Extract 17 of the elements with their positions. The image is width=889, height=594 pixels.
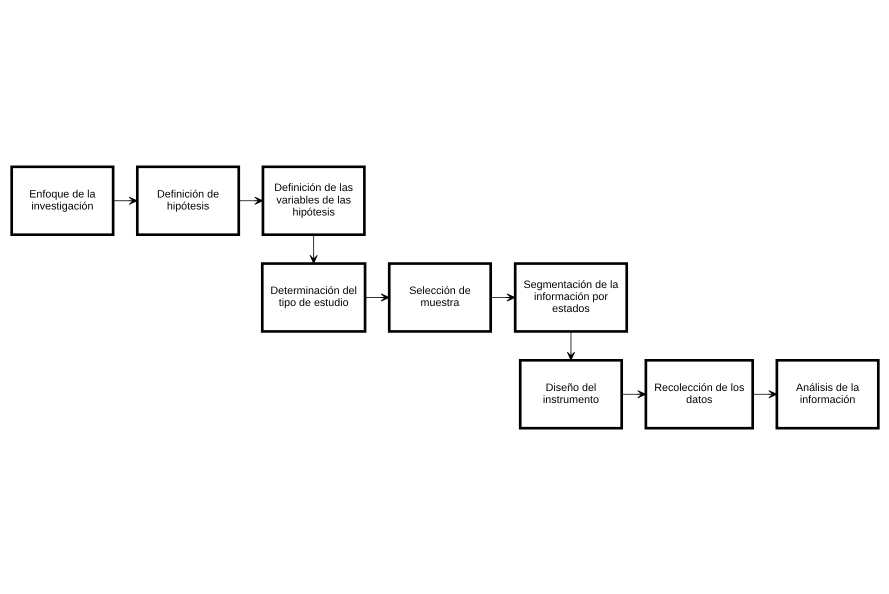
node-box: Diseño del instrumento <box>518 358 623 429</box>
node-box: Análisis de la información <box>775 358 880 429</box>
node-box: Recolección de los datos <box>644 358 754 429</box>
node-box: Segmentación de la información por estados <box>513 262 628 332</box>
arrow <box>752 390 777 398</box>
arrow <box>112 196 138 204</box>
node-box: Definición de las variables de las hipótesis <box>261 165 366 236</box>
arrow <box>309 234 318 264</box>
arrow <box>490 292 515 302</box>
arrow <box>620 390 646 398</box>
arrow <box>238 196 263 204</box>
arrow <box>566 330 574 360</box>
node-box: Selección de muestra <box>387 262 492 332</box>
node-box: Enfoque de la investigación <box>10 165 114 236</box>
node-box: Definición de hipótesis <box>135 165 240 236</box>
arrow <box>364 292 390 302</box>
node-box: Determinación del tipo de estudio <box>260 262 366 332</box>
